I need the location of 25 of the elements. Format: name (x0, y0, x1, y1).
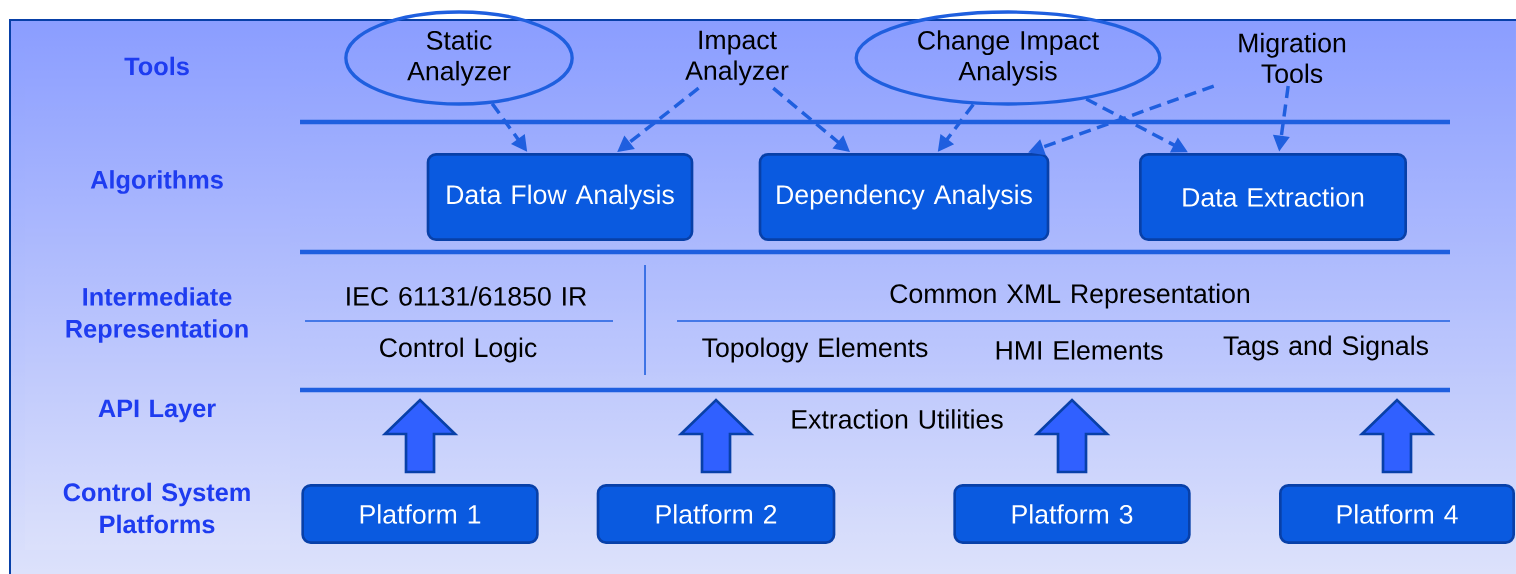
platform-box: Platform 1 (301, 484, 539, 544)
algorithm-box: Dependency Analysis (758, 153, 1050, 241)
tool-label: Migration Tools (1239, 32, 1346, 84)
section-label: IEC 61131/61850 IR (347, 286, 587, 306)
platform-box: Platform 3 (953, 484, 1191, 544)
layer-label: Control System Platforms (63, 482, 250, 534)
section-label: Control Logic (380, 337, 537, 363)
layer-label: Algorithms (90, 170, 223, 194)
block-arrow (381, 398, 459, 474)
platform-box: Platform 4 (1279, 484, 1515, 544)
layer-label: API Layer (98, 399, 216, 423)
block-arrow (677, 398, 755, 474)
tool-label: Impact Analyzer (685, 30, 789, 86)
algorithm-box: Data Flow Analysis (426, 153, 694, 241)
block-arrow (1358, 398, 1436, 474)
layer-label: Intermediate Representation (66, 287, 248, 343)
section-label: Extraction Utilities (792, 409, 1003, 429)
section-label: HMI Elements (996, 340, 1163, 360)
section-label: Common XML Representation (890, 283, 1249, 309)
section-label: Tags and Signals (1223, 335, 1428, 361)
algorithm-box: Data Extraction (1139, 153, 1407, 241)
layer-label: Tools (124, 56, 189, 76)
platform-box: Platform 2 (596, 484, 836, 544)
block-arrow (1033, 398, 1111, 474)
section-label: Topology Elements (702, 337, 928, 363)
